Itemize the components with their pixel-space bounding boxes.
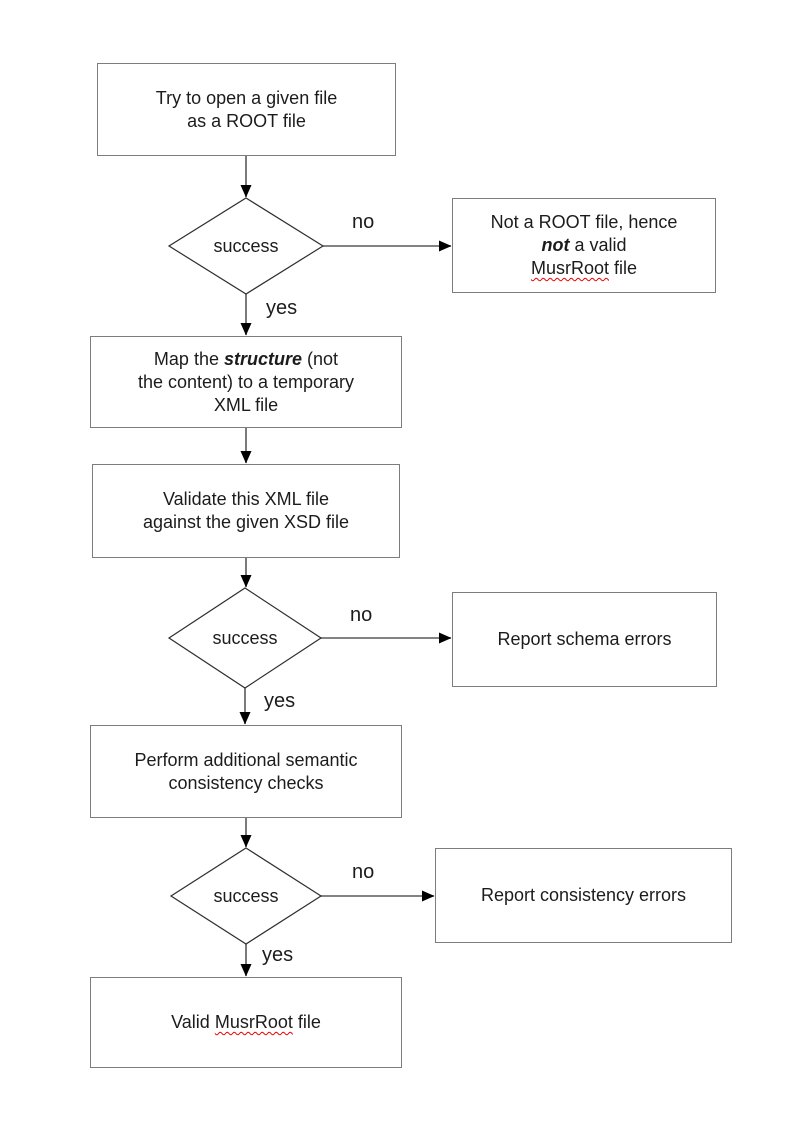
node-text-segment: Valid <box>171 1012 210 1032</box>
node-try-open-file: Try to open a given file as a ROOT file <box>97 63 396 156</box>
node-text-segment: Map the <box>153 348 219 369</box>
node-not-root-file: Not a ROOT file, hence not a valid MusrR… <box>452 198 716 293</box>
node-text-line: Not a ROOT file, hence <box>490 212 678 232</box>
node-map-structure: Map the structure (not the content) to a… <box>90 336 402 428</box>
node-text-line: Report schema errors <box>497 629 672 649</box>
node-text-line: Perform additional semantic <box>134 749 358 770</box>
edge-label-yes: yes <box>266 297 298 319</box>
node-text-segment: file <box>297 1012 321 1032</box>
node-report-consistency-errors: Report consistency errors <box>435 848 732 943</box>
node-text-line: Map the structure (not <box>154 348 338 371</box>
node-text-line: consistency checks <box>168 772 324 793</box>
node-text-line: Validate this XML file <box>162 489 330 509</box>
node-text-line: not a valid <box>541 234 626 257</box>
decision1-diamond <box>167 197 325 295</box>
spellcheck-word: MusrRoot <box>214 1012 293 1032</box>
edge-label-yes: yes <box>264 690 296 712</box>
node-perform-checks: Perform additional semantic consistency … <box>90 725 402 818</box>
node-text-line: XML file <box>213 394 279 415</box>
edge-label-yes: yes <box>262 944 294 966</box>
edge-label-no: no <box>352 861 375 883</box>
node-report-schema-errors: Report schema errors <box>452 592 717 687</box>
node-text-line: Valid MusrRoot file <box>171 1011 321 1034</box>
decision3-diamond <box>169 847 323 945</box>
node-valid-musrroot-file: Valid MusrRoot file <box>90 977 402 1068</box>
edge-label-no: no <box>350 604 373 626</box>
node-text-line: the content) to a temporary <box>137 371 355 392</box>
decision2-diamond <box>167 587 323 689</box>
node-text-segment: file <box>614 258 638 278</box>
node-text-line: MusrRoot file <box>531 257 637 280</box>
node-text-line: against the given XSD file <box>142 512 350 532</box>
node-validate-xml: Validate this XML file against the given… <box>92 464 400 558</box>
node-text-line: Report consistency errors <box>480 885 687 905</box>
spellcheck-word: MusrRoot <box>530 258 609 278</box>
emphasized-word: structure <box>223 348 303 369</box>
node-text-line: as a ROOT file <box>187 110 306 131</box>
edge-label-no: no <box>352 211 375 233</box>
node-text-line: Try to open a given file <box>155 87 338 108</box>
emphasized-word: not <box>541 235 570 255</box>
node-text-segment: a valid <box>574 235 627 255</box>
node-text-segment: (not <box>307 348 339 369</box>
